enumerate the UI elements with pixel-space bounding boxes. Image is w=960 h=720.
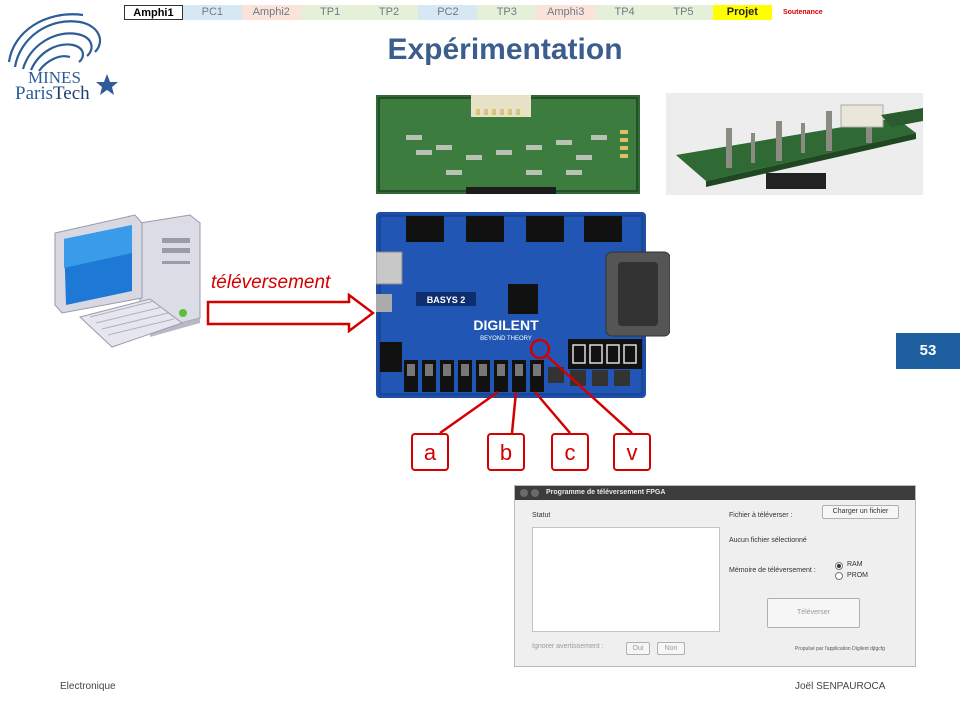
status-textarea[interactable] [532, 527, 720, 632]
no-button[interactable]: Non [657, 642, 685, 655]
credit-text: Propulsé par l'application Digilent djtg… [795, 646, 885, 652]
footer-course: Electronique [60, 681, 116, 692]
expansion-board-photo [376, 95, 640, 194]
nav-tab-tp1[interactable]: TP1 [300, 5, 360, 20]
computer-icon [50, 213, 208, 365]
nav-tab-projet[interactable]: Projet [712, 5, 772, 20]
digilent-brand-label: DIGILENT [473, 317, 539, 333]
board-name-label: BASYS 2 [427, 295, 466, 305]
upload-label: téléversement [211, 272, 331, 293]
logo-text-mines: MINES [28, 68, 81, 87]
slide-title: Expérimentation [387, 33, 623, 66]
nav-tab-amphi2[interactable]: Amphi2 [241, 5, 301, 20]
ignore-warning-label: Ignorer avertissement : [532, 643, 604, 650]
window-title: Programme de téléversement FPGA [546, 489, 666, 496]
board-side-photo [666, 93, 923, 195]
close-icon[interactable] [520, 489, 528, 497]
choose-file-button[interactable]: Charger un fichier [822, 505, 899, 519]
nav-tab-amphi3[interactable]: Amphi3 [536, 5, 596, 20]
label-b: b [487, 433, 525, 471]
logo-swirl-icon [7, 13, 118, 95]
upload-button[interactable]: Téléverser [767, 598, 860, 628]
nav-tab-soutenance[interactable]: Soutenance [771, 5, 834, 20]
nav-tab-pc1[interactable]: PC1 [182, 5, 242, 20]
radio-prom-label: PROM [847, 572, 868, 579]
nav-tab-tp2[interactable]: TP2 [359, 5, 419, 20]
label-v: v [613, 433, 651, 471]
window-titlebar: Programme de téléversement FPGA [515, 486, 915, 500]
digilent-tagline-label: BEYOND THEORY [480, 336, 532, 342]
upload-arrow-icon [206, 293, 375, 333]
mines-paristech-logo: MINES ParisTech [5, 12, 123, 107]
minimize-icon[interactable] [531, 489, 539, 497]
footer-author: Joël SENPAUROCA [795, 681, 886, 692]
nav-tab-tp4[interactable]: TP4 [595, 5, 655, 20]
label-c: c [551, 433, 589, 471]
radio-prom[interactable] [835, 572, 843, 580]
yes-button[interactable]: Oui [626, 642, 650, 655]
label-a: a [411, 433, 449, 471]
file-label: Fichier à téléverser : [729, 512, 793, 519]
page-number-badge: 53 [896, 333, 960, 369]
nav-tab-amphi1[interactable]: Amphi1 [124, 5, 183, 20]
radio-ram[interactable] [835, 562, 843, 570]
nav-tab-tp5[interactable]: TP5 [654, 5, 713, 20]
basys2-board: BASYS 2 DIGILENT BEYOND THEORY [375, 212, 671, 398]
no-file-text: Aucun fichier sélectionné [729, 537, 807, 544]
logo-text-tech: Tech [53, 83, 90, 104]
logo-text-paris: Paris [15, 83, 53, 104]
nav-tab-pc2[interactable]: PC2 [418, 5, 478, 20]
status-label: Statut [532, 512, 551, 519]
nav-tab-tp3[interactable]: TP3 [477, 5, 537, 20]
fpga-upload-window: Programme de téléversement FPGA Statut F… [514, 485, 916, 667]
logo-text-paristech: ParisTech [15, 83, 90, 105]
memory-label: Mémoire de téléversement : [729, 567, 816, 574]
radio-ram-label: RAM [847, 561, 863, 568]
